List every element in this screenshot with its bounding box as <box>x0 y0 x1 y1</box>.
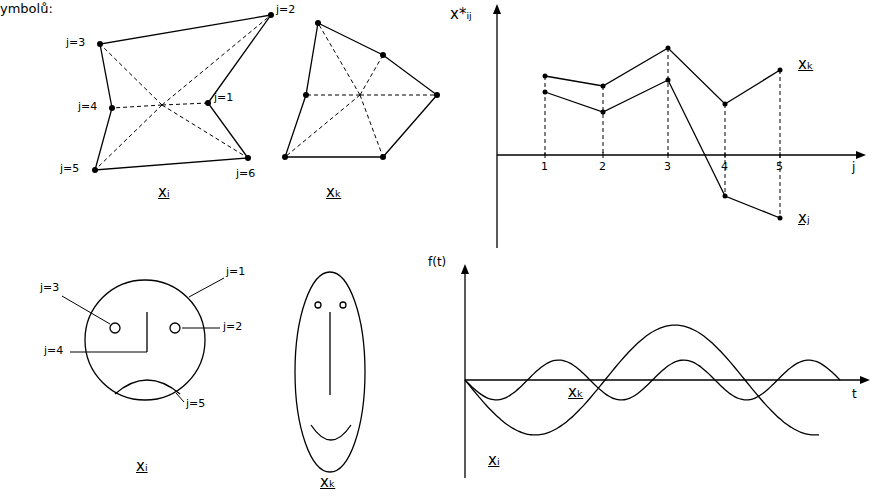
star-polygon <box>95 15 271 170</box>
andrews-curve <box>465 360 840 400</box>
vertex-label: j=6 <box>236 168 255 181</box>
object-label: xᵢ <box>136 458 148 475</box>
profile-line <box>545 80 780 218</box>
axis <box>465 379 862 380</box>
vertex-label: j=4 <box>78 101 97 114</box>
object-label: xₖ <box>326 184 341 201</box>
feature-label: j=1 <box>226 266 245 279</box>
tick-label: 5 <box>776 161 783 174</box>
face-outline <box>85 280 205 400</box>
object-label: xₖ <box>320 474 335 491</box>
axis <box>497 154 858 155</box>
axis-label: f(t) <box>428 256 446 270</box>
object-label: xₖ <box>566 384 585 401</box>
feature-label: j=4 <box>44 345 63 358</box>
axis <box>496 12 497 248</box>
axis-label: t <box>852 388 857 402</box>
profile-line <box>545 48 780 104</box>
axis-label: x*ᵢⱼ <box>450 6 472 23</box>
vertex-label: j=2 <box>276 4 295 17</box>
object-label: xᵢ <box>158 184 170 201</box>
vertex-label: j=3 <box>66 37 85 50</box>
object-label: xᵢ <box>488 452 500 469</box>
face-outline <box>295 272 365 472</box>
tick-label: 3 <box>664 161 671 174</box>
star-polygon <box>285 23 437 157</box>
feature-label: j=5 <box>186 398 205 411</box>
andrews-curve <box>465 325 819 435</box>
object-label: xₖ <box>798 56 813 73</box>
tick-label: 1 <box>541 161 548 174</box>
feature-label: j=2 <box>223 321 242 334</box>
feature-label: j=3 <box>40 282 59 295</box>
object-label: xⱼ <box>798 210 810 227</box>
axis <box>464 272 465 478</box>
tick-label: 2 <box>599 161 606 174</box>
axis-label: j <box>852 161 855 175</box>
tick-label: 4 <box>721 161 728 174</box>
heading-fragment: ymbolů: <box>0 2 53 17</box>
vertex-label: j=1 <box>214 92 233 105</box>
vertex-label: j=5 <box>60 163 79 176</box>
